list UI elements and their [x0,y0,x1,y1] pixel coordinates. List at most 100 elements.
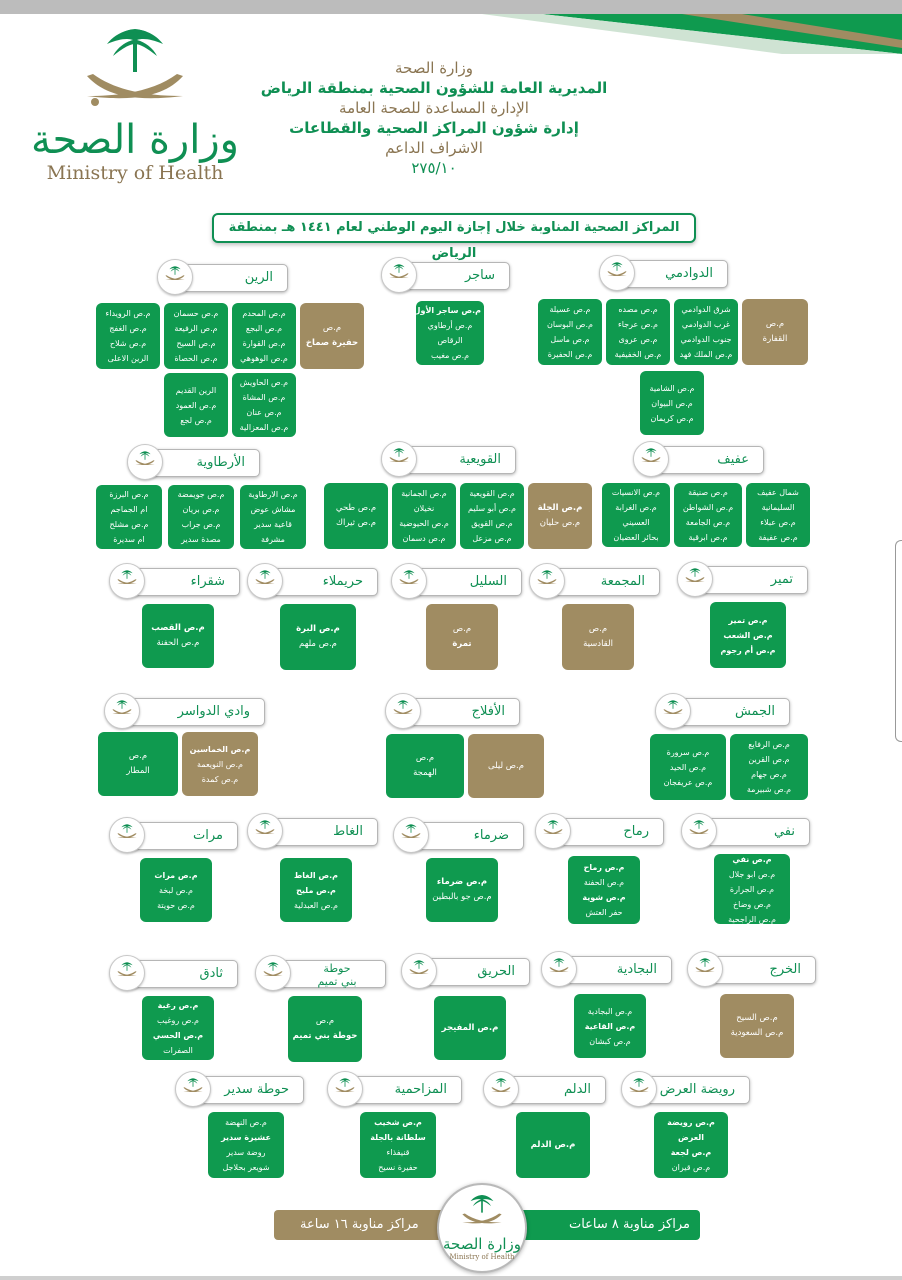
sector-header-thadiq: ثادق [109,955,238,991]
center-name: م.ص القاعية [584,1021,636,1031]
center-name: م.ص شخيب [374,1118,422,1127]
center-name: م.ص حليان [539,518,581,528]
center-name: م.ص النويعمة [197,759,243,769]
sector-name: رويضة العرض [659,1082,735,1097]
center-name: م.ص الحاويش [239,378,289,387]
center-name: م.ص حويتة [157,900,195,910]
ministry-emblem-icon [255,955,291,991]
ministry-emblem-icon [535,813,571,849]
center-name: قنيفذاء [386,1148,410,1157]
center-name: عشيرة سدير [221,1133,271,1142]
center-name: العسيني [622,518,650,527]
center-name: العرض [678,1133,704,1142]
ministry-emblem-icon [541,951,577,987]
center-name: م.ص رويضة [667,1118,715,1127]
center-name: م.ص مشلح [109,520,149,529]
bottom-strip [0,1276,902,1280]
center-name: م.ص أم رجوم [720,645,776,655]
sector-name: حوطة سدير [224,1082,289,1097]
center-name: م.ص أرطاوي [427,321,473,330]
center-name: م.ص البوسان [547,320,593,329]
center-name: م.ص المفيجر [441,1022,499,1033]
sector-header-jamsh: الجمش [655,693,790,729]
center-name: م.ص جراب [181,520,221,529]
sector-header-shaqra: شقراء [109,563,240,599]
ministry-emblem-icon [247,563,283,599]
center-name: م.ص الحفنة [156,638,200,648]
header-line-directorate: المديرية العامة للشؤون الصحية بمنطقة الر… [260,79,608,97]
center-name: م.ص الشامية [649,383,695,393]
top-strip [0,0,902,14]
footer-logo: وزارة الصحة Ministry of Health [437,1183,527,1273]
header-line-supervision: الاشراف الداعم [385,139,483,157]
center-name: تمرة [452,639,472,649]
center-name: م.ص جهام [751,770,787,779]
center-name: م.ص المحدم [242,309,286,318]
center-name: م.ص مصده [618,305,658,314]
center-name: م.ص لجع [180,415,212,425]
center-name: م.ص الجامعة [685,518,731,527]
center-name: م.ص القويق [471,519,513,528]
center-name: م.ص مرات [154,870,198,880]
sector-header-sajer: ساجر [381,257,510,293]
edge-mark [895,540,902,742]
sector-name: ساجر [464,268,495,283]
ministry-emblem-icon [599,255,635,291]
sector-header-quwayiya: القويعية [381,441,516,477]
center-name: السليمانية [761,503,795,512]
center-name: م.ص [322,323,342,333]
center-name: م.ص قيران [671,1163,711,1172]
ministry-emblem-icon [127,444,163,480]
center-name: م.ص العبدلية [294,900,338,910]
header-line-ministry: وزارة الصحة [395,59,473,77]
sector-name: المجمعة [600,574,645,589]
sector-name: عفيف [717,452,749,467]
center-name: بحائر العضيان [613,533,659,542]
sector-header-dilam: الدلم [483,1071,606,1107]
center-name: م.ص الحفيرة [547,350,593,359]
center-name: م.ص كمدة [201,774,239,784]
center-name: حوطة بني تميم [292,1031,358,1041]
center-name: الرين الاعلى [107,354,149,363]
center-name: م.ص القصب [151,623,205,633]
sector-header-marat: مرات [109,817,238,853]
center-name: م.ص البرة [296,624,340,634]
center-name: م.ص بريان [182,505,220,514]
center-name: م.ص الحصاة [174,354,218,363]
center-name: م.ص ساجر الأول [416,306,481,315]
ministry-emblem-icon [633,441,669,477]
sector-name: الغاط [333,824,363,839]
legend-gold-label: مراكز مناوبة ١٦ ساعة [300,1217,419,1232]
sector-name-line: حوطة [323,962,351,975]
sector-name-line: بني تميم [317,975,357,988]
center-name: حفيرة نسيح [378,1163,418,1172]
sector-header-aflaj: الأفلاج [385,693,520,729]
ministry-emblem-icon [393,817,429,853]
center-name: م.ص عرجاء [617,320,659,329]
center-name: م.ص المشاة [242,393,286,402]
ministry-emblem-icon [483,1071,519,1107]
ministry-emblem-icon [109,817,145,853]
ministry-emblem-icon [157,259,193,295]
